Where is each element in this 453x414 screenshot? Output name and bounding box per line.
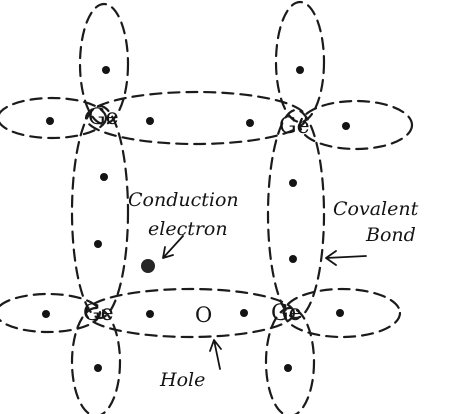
electron (246, 119, 254, 127)
electron (46, 117, 54, 125)
bond-right-middle-vertical (266, 108, 326, 320)
bond-right-top-outer (298, 99, 414, 151)
conduction-electron (141, 259, 155, 273)
vertical-bonds (70, 0, 326, 414)
electron (100, 173, 108, 181)
electron (240, 309, 248, 317)
bond-left-top-vertical (78, 2, 130, 126)
ge-atom-top-left: Ge (88, 105, 119, 130)
covalent-label-line2: Bond (365, 224, 416, 246)
bond-left-middle-vertical (70, 104, 130, 320)
electron (94, 364, 102, 372)
bond-left-top-outer (0, 96, 108, 140)
electron (289, 255, 297, 263)
hole-symbol: O (195, 303, 212, 327)
conduction-label-line1: Conduction (128, 189, 239, 211)
electron (284, 364, 292, 372)
annotations: Conduction electron Covalent Bond Hole (128, 189, 419, 391)
hole-label: Hole (159, 369, 205, 391)
electron (289, 179, 297, 187)
bond-right-bottom-vertical (264, 306, 316, 414)
electron (102, 66, 110, 74)
bond-bottom-middle (84, 287, 296, 339)
electron (42, 310, 50, 318)
hole-arrow (209, 339, 222, 370)
electron (94, 240, 102, 248)
annotation-arrows (162, 235, 367, 370)
covalent-label-line1: Covalent (333, 198, 419, 220)
covalent-bond-arrow (325, 250, 367, 266)
electron (146, 117, 154, 125)
atoms: Ge Ge Ge Ge (83, 105, 310, 326)
bond-left-bottom-vertical (70, 306, 122, 414)
bond-left-bottom-outer (0, 292, 102, 334)
electron (296, 66, 304, 74)
electron (146, 310, 154, 318)
ge-atom-bottom-right: Ge (271, 301, 302, 326)
bond-right-bottom-outer (282, 287, 402, 339)
valence-electrons (42, 66, 350, 372)
electron (342, 122, 350, 130)
ge-atom-bottom-left: Ge (83, 301, 114, 326)
conduction-arrow (162, 235, 184, 259)
conduction-label-line2: electron (148, 218, 228, 240)
electron (336, 309, 344, 317)
bond-right-top-vertical (274, 0, 326, 124)
ge-atom-top-right: Ge (279, 114, 310, 139)
